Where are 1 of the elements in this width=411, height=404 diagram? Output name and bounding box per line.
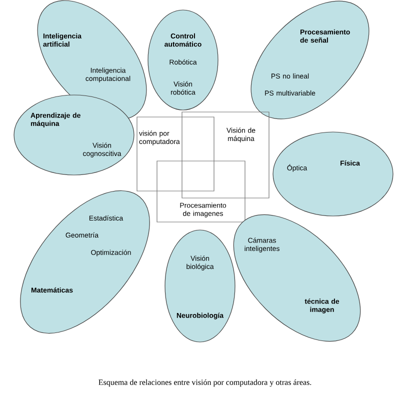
caption: Esquema de relaciones entre visión por computadora y otras áreas. bbox=[98, 379, 312, 387]
